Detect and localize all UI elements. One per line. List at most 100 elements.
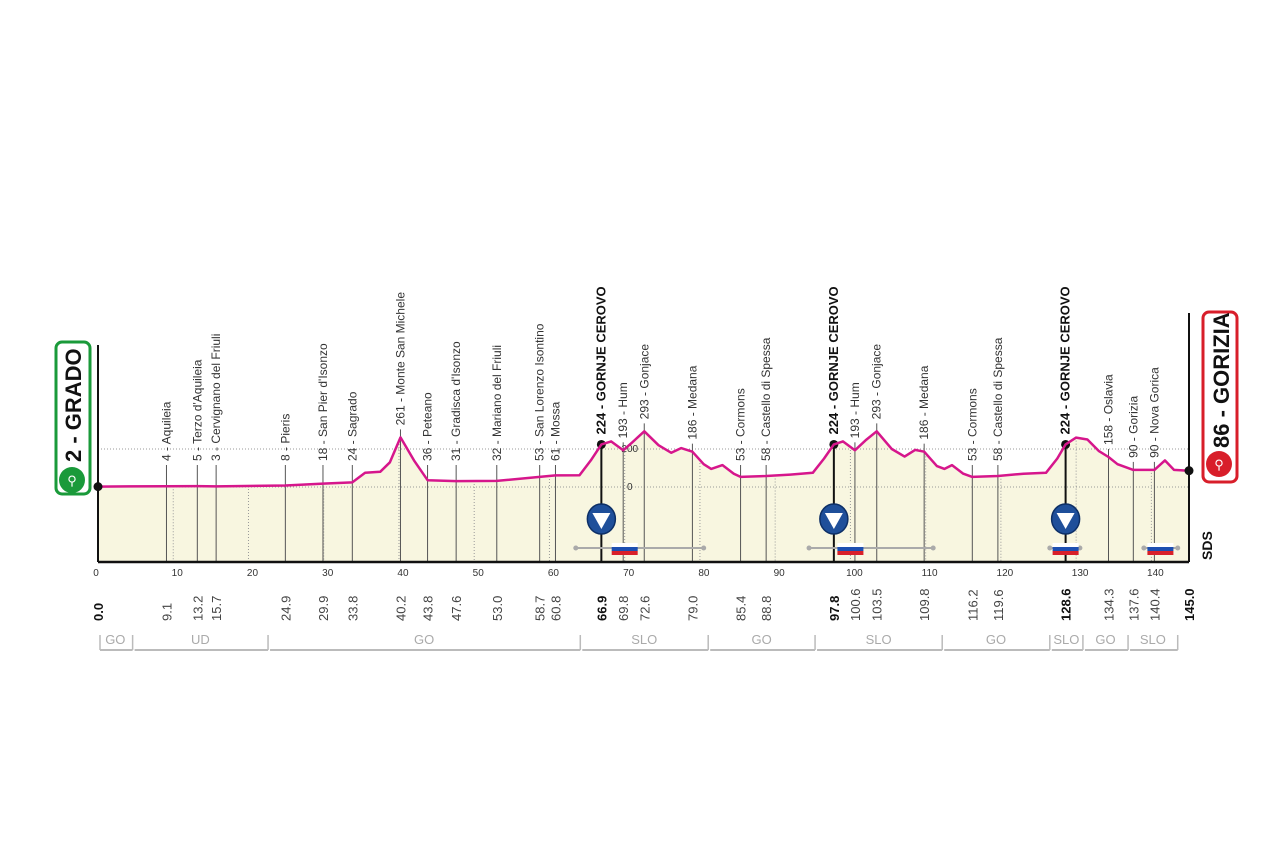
km-label: 58.7 [533, 596, 548, 621]
start-dot [93, 482, 103, 492]
km-label: 29.9 [316, 596, 331, 621]
km-label: 0.0 [91, 603, 106, 621]
cyclist-icon [1206, 451, 1232, 477]
km-label: 134.3 [1101, 588, 1116, 621]
slovenia-flag-icon [837, 543, 864, 555]
flag-stripe [837, 543, 864, 547]
waypoint-label: 31 - Gradisca d'Isonzo [449, 341, 463, 461]
slovenia-flag-icon [611, 543, 638, 555]
region-label: GO [105, 632, 125, 647]
waypoint-label: 193 - Hum [848, 382, 862, 438]
waypoint-label: 4 - Aquileia [159, 401, 173, 461]
border-range-end [930, 545, 936, 551]
waypoint-label: 61 - Mossa [548, 401, 562, 461]
km-label: 119.6 [991, 589, 1006, 621]
down-triangle [824, 513, 843, 529]
waypoint-label: 32 - Mariano del Friuli [490, 345, 504, 461]
waypoint-label: 224 - GORNJE CEROVO [1058, 286, 1073, 434]
cyclist-icon [59, 467, 85, 493]
km-label: 40.2 [393, 596, 408, 621]
flag-stripe [611, 551, 638, 555]
km-label: 128.6 [1059, 588, 1074, 621]
start-box [54, 340, 92, 496]
waypoint-label: 5 - Terzo d'Aquileia [190, 359, 204, 461]
slovenia-flag-icon [1147, 543, 1174, 555]
region-label: UD [191, 632, 210, 647]
down-triangle [1056, 513, 1075, 529]
border-range-end [701, 545, 707, 551]
waypoint-label: 261 - Monte San Michele [393, 292, 407, 426]
waypoint-label: 58 - Castello di Spessa [991, 337, 1005, 461]
waypoint-label: 186 - Medana [685, 365, 699, 439]
region-label: SLO [1140, 632, 1166, 647]
y-tick-label: 200 [621, 444, 638, 455]
km-label: 145.0 [1182, 588, 1197, 621]
waypoint-label: 3 - Cervignano del Friuli [209, 334, 223, 461]
x-tick-label: 120 [997, 568, 1014, 579]
flag-stripe [611, 547, 638, 551]
x-tick-label: 50 [473, 568, 485, 579]
finish-badge: 86 - GORIZIA ⚲ [1201, 310, 1239, 484]
flag-stripe [1147, 547, 1174, 551]
border-range-end [1141, 545, 1147, 551]
cyclist-glyph: ⚲ [1214, 457, 1224, 472]
km-label: 100.6 [848, 588, 863, 621]
x-tick-label: 10 [172, 568, 184, 579]
x-tick-label: 100 [846, 568, 863, 579]
region-label: SLO [1053, 632, 1079, 647]
start-badge: 2 - GRADO ⚲ [54, 340, 92, 496]
start-label: 2 - GRADO [61, 348, 86, 462]
border-range-end [1077, 545, 1083, 551]
waypoint-label: 293 - Gonjace [637, 344, 651, 420]
flag-stripe [1147, 551, 1174, 555]
waypoint-label: 24 - Sagrado [345, 391, 359, 461]
x-tick-label: 130 [1072, 568, 1089, 579]
waypoint-label: 193 - Hum [616, 382, 630, 438]
km-label: 9.1 [159, 603, 174, 621]
waypoint-label: 53 - Cormons [965, 388, 979, 461]
km-label: 140.4 [1147, 588, 1162, 621]
km-label: 103.5 [870, 588, 885, 621]
flag-stripe [1052, 551, 1079, 555]
km-label: 13.2 [190, 596, 205, 621]
border-range-end [573, 545, 579, 551]
x-tick-label: 30 [322, 568, 334, 579]
waypoint-label: 293 - Gonjace [870, 344, 884, 420]
waypoint-label: 224 - GORNJE CEROVO [826, 286, 841, 434]
flag-stripe [611, 543, 638, 547]
waypoint-label: 18 - San Pier d'Isonzo [316, 343, 330, 461]
waypoint-label: 90 - Gorizia [1126, 396, 1140, 458]
cyclist-glyph: ⚲ [67, 473, 77, 488]
region-label: SLO [631, 632, 657, 647]
waypoint-label: 53 - San Lorenzo Isontino [533, 323, 547, 461]
flag-stripe [837, 551, 864, 555]
waypoint-label: 224 - GORNJE CEROVO [593, 286, 608, 434]
km-label: 116.2 [965, 589, 980, 621]
region-label: GO [986, 632, 1006, 647]
finish-label: 86 - GORIZIA [1209, 312, 1234, 448]
x-tick-label: 0 [93, 568, 99, 579]
waypoint-label: 158 - Oslavia [1101, 374, 1115, 445]
elevation-profile-line [97, 430, 1190, 488]
sds-logo: SDS [1199, 531, 1215, 560]
km-label: 79.0 [685, 596, 700, 621]
border-range-end [1047, 545, 1053, 551]
km-label: 24.9 [278, 596, 293, 621]
x-tick-label: 140 [1147, 568, 1164, 579]
km-label: 53.0 [490, 596, 505, 621]
km-label: 97.8 [827, 596, 842, 621]
mountain-sprint-icon [586, 503, 617, 535]
waypoint-label: 90 - Nova Gorica [1147, 367, 1161, 458]
profile-fill [98, 431, 1189, 562]
x-tick-label: 60 [548, 568, 560, 579]
km-label: 72.6 [637, 596, 652, 621]
waypoint-label: 8 - Pieris [278, 414, 292, 461]
km-label: 137.6 [1126, 588, 1141, 621]
region-label: GO [414, 632, 434, 647]
waypoint-label: 53 - Cormons [734, 388, 748, 461]
flag-stripe [1147, 543, 1174, 547]
km-label: 88.8 [759, 596, 774, 621]
border-range-end [1175, 545, 1181, 551]
mountain-sprint-icon [819, 503, 849, 535]
